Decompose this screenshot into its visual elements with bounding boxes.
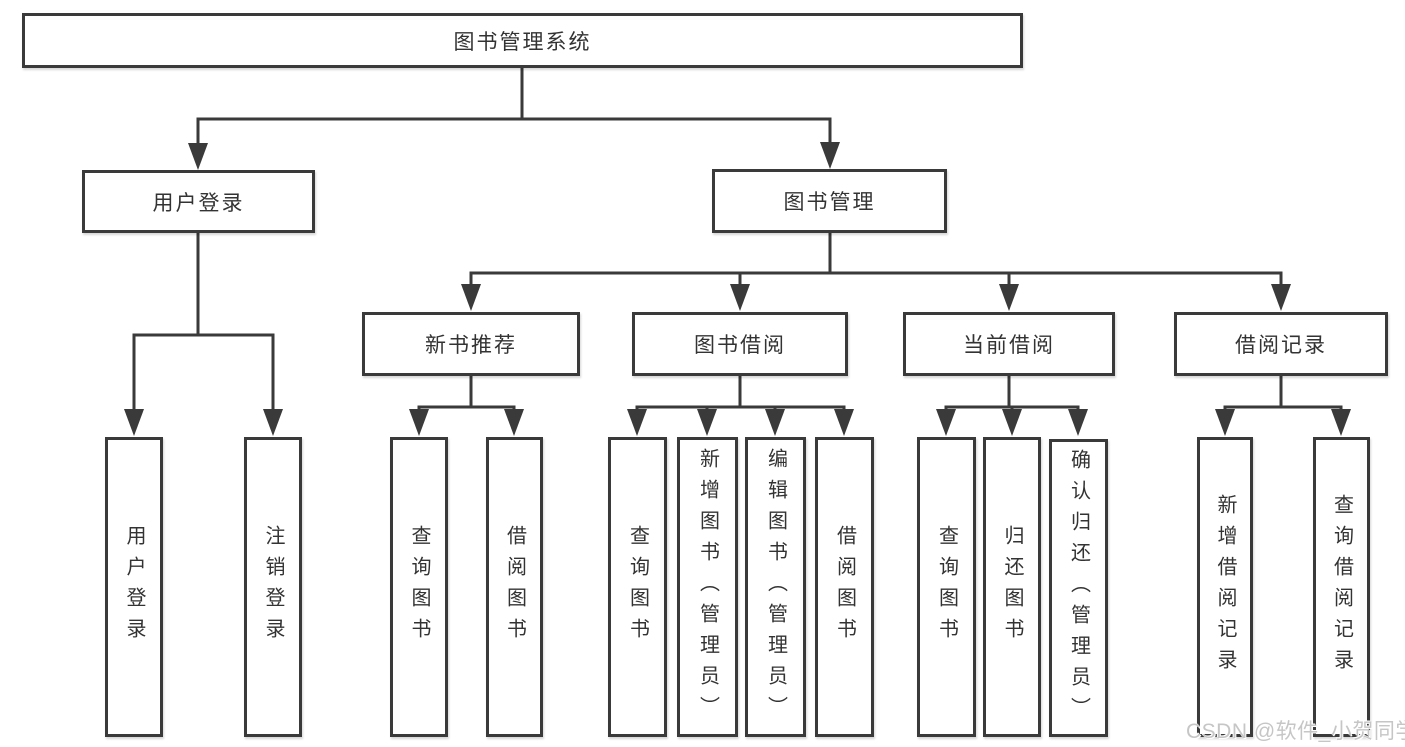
node-user-login-label: 用户登录 — [152, 191, 245, 215]
arrowheads — [124, 142, 1351, 436]
node-borrow-records: 借阅记录 — [1174, 312, 1388, 376]
leaf-logout: 注销登录 — [244, 437, 302, 737]
node-book-management-label: 图书管理 — [783, 191, 876, 214]
leaf-user-login: 用户登录 — [105, 437, 163, 737]
node-borrow-records-label: 借阅记录 — [1235, 334, 1327, 357]
node-user-login: 用户登录 — [82, 170, 315, 233]
node-new-book-recommend-label: 新书推荐 — [425, 334, 517, 357]
leaf-add-borrow-record: 新增借阅记录 — [1197, 437, 1253, 737]
node-new-book-recommend: 新书推荐 — [362, 312, 580, 376]
node-book-borrow-label: 图书借阅 — [694, 334, 786, 357]
leaf-borrow-books-2: 借阅图书 — [815, 437, 874, 737]
leaf-query-books-2: 查询图书 — [608, 437, 667, 737]
leaf-borrow-books-1: 借阅图书 — [486, 437, 543, 737]
leaf-add-books-admin: 新增图书（管理员） — [677, 437, 738, 737]
node-root-label: 图书管理系统 — [453, 30, 592, 54]
leaf-query-borrow-record: 查询借阅记录 — [1313, 437, 1370, 737]
csdn-watermark: CSDN @软件_小贺同学 — [1186, 720, 1405, 743]
node-root: 图书管理系统 — [22, 13, 1023, 68]
node-book-management: 图书管理 — [712, 169, 947, 233]
leaf-return-books: 归还图书 — [983, 437, 1041, 737]
leaf-confirm-return-admin: 确认归还（管理员） — [1049, 439, 1108, 737]
leaf-query-books-3: 查询图书 — [917, 437, 976, 737]
node-book-borrow: 图书借阅 — [632, 312, 848, 376]
leaf-edit-books-admin: 编辑图书（管理员） — [745, 437, 806, 737]
node-current-borrow-label: 当前借阅 — [963, 334, 1055, 357]
node-current-borrow: 当前借阅 — [903, 312, 1115, 376]
leaf-query-books-1: 查询图书 — [390, 437, 448, 737]
